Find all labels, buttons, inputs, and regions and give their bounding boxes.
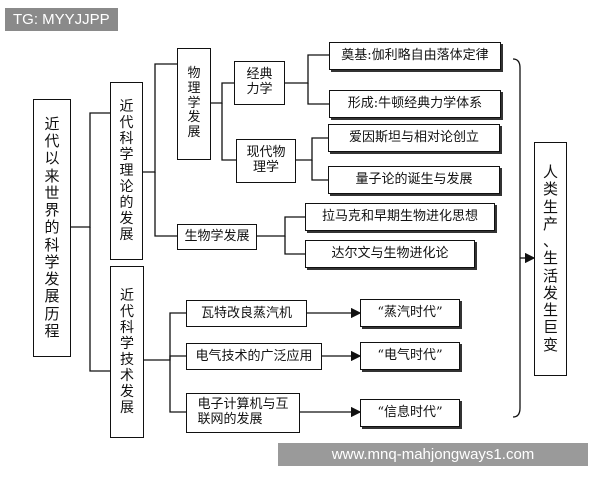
theory-node: 近 代 科 学 理 论 的 发 展 [110, 82, 143, 260]
electric-tech-node: 电气技术的广泛应用 [186, 343, 322, 370]
computer-node: 电子计算机与互 联网的发展 [186, 393, 300, 433]
watermark-top: TG: MYYJJPP [5, 8, 118, 31]
steam-age-node: “蒸汽时代” [360, 299, 460, 327]
electric-age-node: “电气时代” [360, 342, 460, 370]
info-age-node: “信息时代” [360, 399, 460, 427]
watermark-bottom: www.mnq-mahjongways1.com [278, 443, 588, 466]
lamarck-node: 拉马克和早期生物进化思想 [305, 203, 495, 231]
watt-node: 瓦特改良蒸汽机 [186, 300, 307, 327]
physics-node: 物 理 学 发 展 [177, 48, 211, 160]
root-node: 近 代 以 来 世 界 的 科 学 发 展 历 程 [33, 99, 71, 357]
result-node: 人 类 生 产 、 生 活 发 生 巨 变 [534, 142, 567, 376]
biology-node: 生物学发展 [177, 224, 257, 250]
darwin-node: 达尔文与生物进化论 [305, 240, 475, 268]
quantum-node: 量子论的诞生与发展 [328, 166, 500, 194]
galileo-node: 奠基:伽利略自由落体定律 [329, 42, 501, 70]
modern-physics-node: 现代物 理学 [236, 139, 296, 183]
newton-node: 形成:牛顿经典力学体系 [329, 90, 501, 118]
tech-node: 近 代 科 学 技 术 发 展 [110, 266, 144, 438]
classical-mechanics-node: 经典 力学 [234, 61, 285, 105]
einstein-node: 爱因斯坦与相对论创立 [328, 124, 500, 152]
